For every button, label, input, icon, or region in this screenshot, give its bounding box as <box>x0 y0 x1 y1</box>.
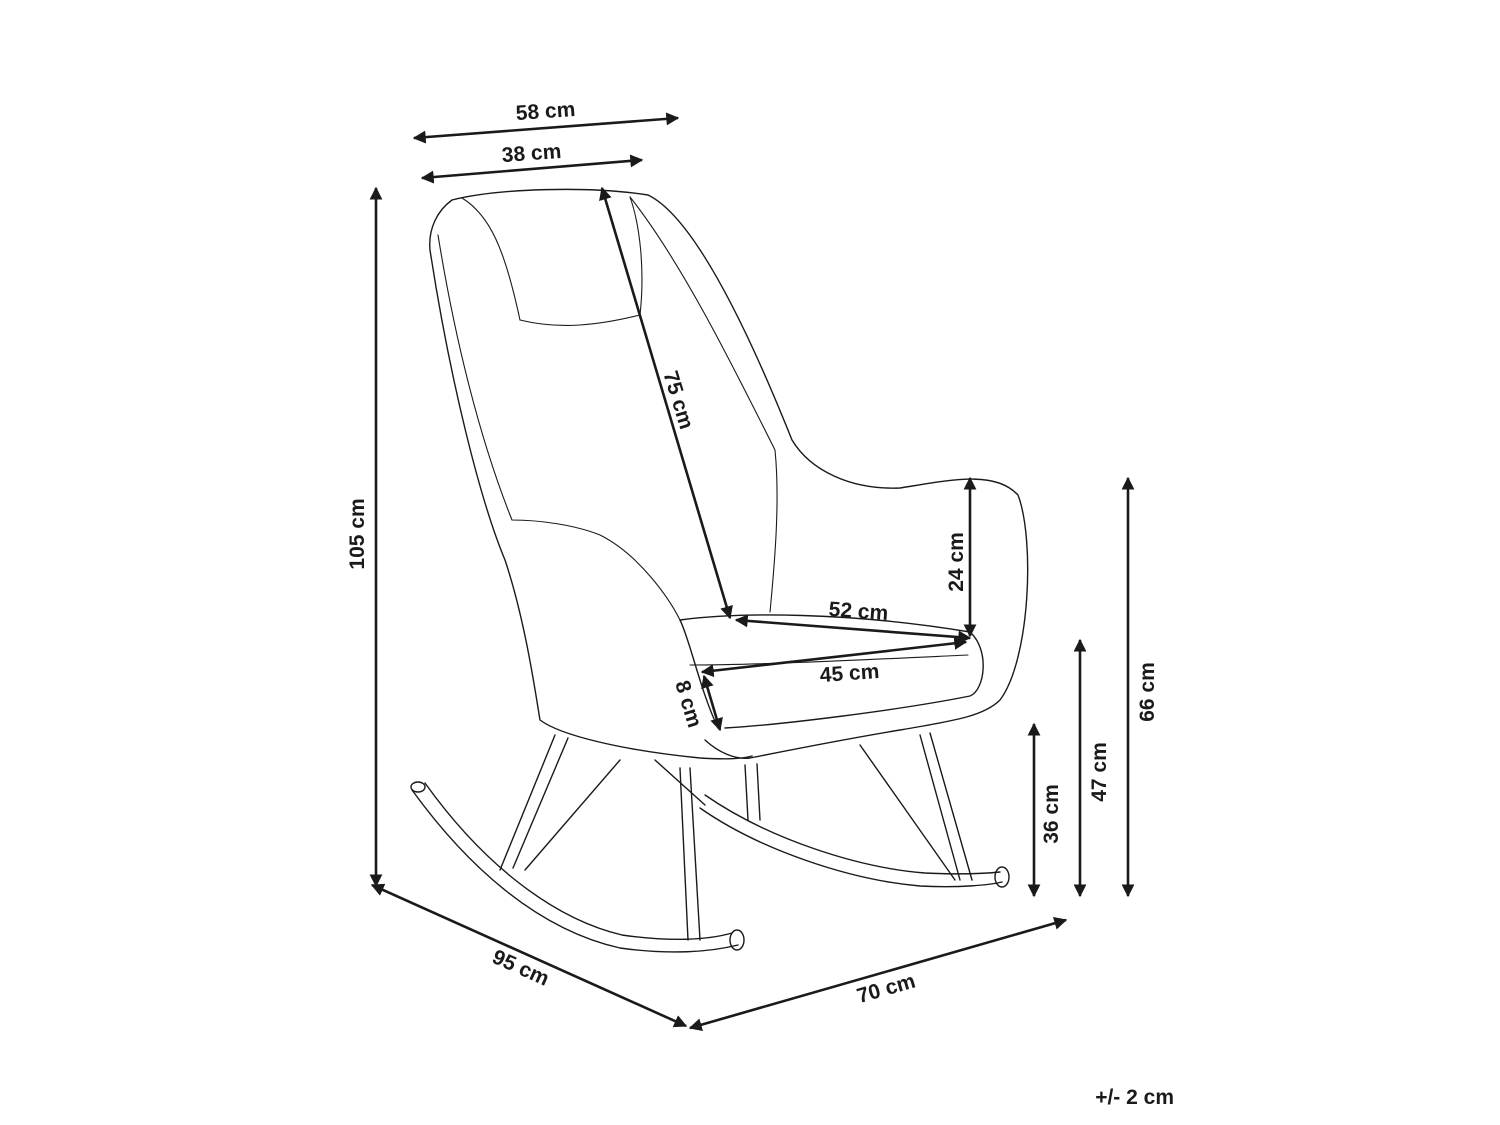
label-47: 47 cm <box>1088 742 1111 802</box>
dim-line-45 <box>700 636 968 678</box>
tolerance-note: +/- 2 cm <box>1095 1086 1174 1109</box>
dim-line-58 <box>412 112 680 144</box>
dim-line-75 <box>599 186 733 620</box>
label-58: 58 cm <box>515 98 576 125</box>
dimension-lines <box>369 112 1135 1032</box>
label-24: 24 cm <box>945 532 968 592</box>
label-36: 36 cm <box>1040 784 1063 844</box>
dimension-labels: 58 cm 38 cm 75 cm 105 cm 24 cm 52 cm 45 … <box>346 98 1159 1008</box>
dim-line-95 <box>370 883 688 1028</box>
dim-line-70 <box>688 916 1068 1032</box>
label-8: 8 cm <box>670 678 706 731</box>
label-52: 52 cm <box>828 598 889 625</box>
dim-line-8 <box>701 674 723 732</box>
label-70: 70 cm <box>854 969 918 1008</box>
label-38: 38 cm <box>501 140 562 167</box>
label-105: 105 cm <box>346 498 369 569</box>
dim-line-38 <box>420 154 644 184</box>
label-45: 45 cm <box>819 660 880 687</box>
dim-line-52 <box>734 614 972 644</box>
label-66: 66 cm <box>1136 662 1159 722</box>
chair-outline <box>410 188 1029 953</box>
